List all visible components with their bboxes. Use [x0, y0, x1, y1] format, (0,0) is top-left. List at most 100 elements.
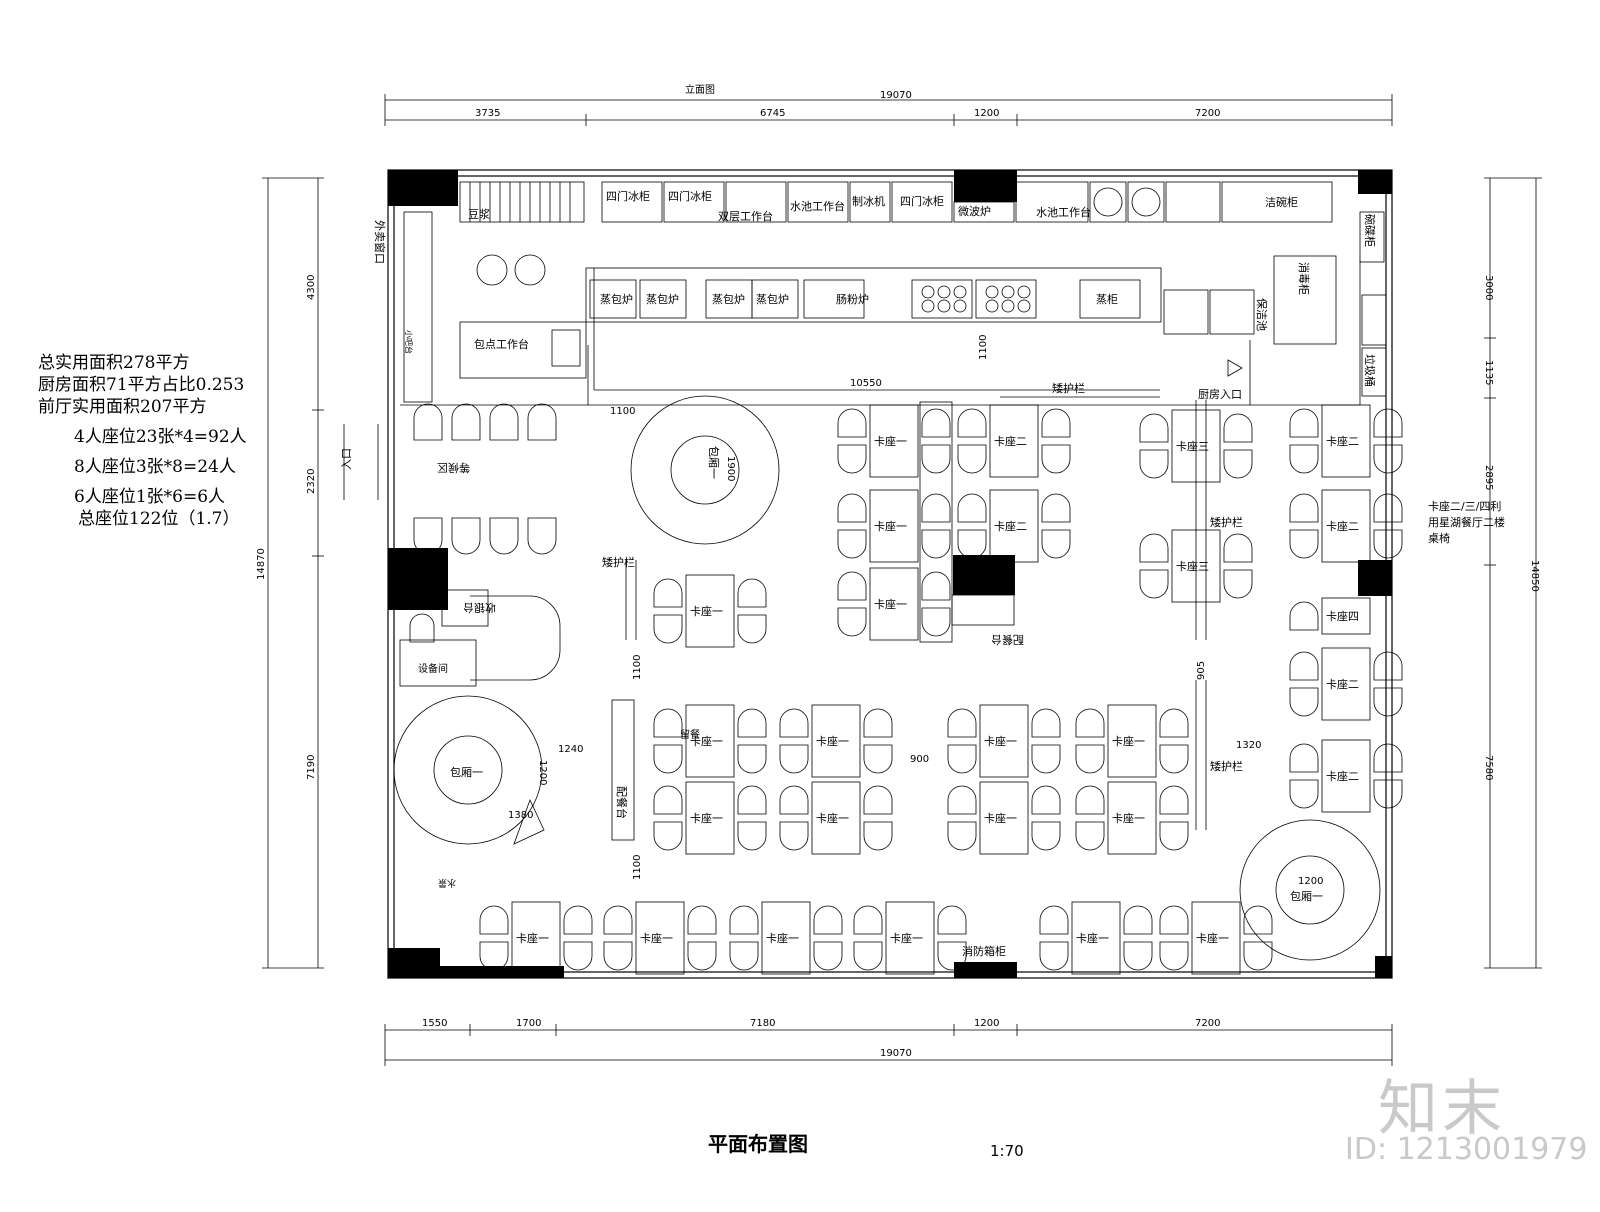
- chair: [1075, 708, 1105, 738]
- chair: [1123, 941, 1153, 971]
- top-dimensions: [384, 94, 1393, 126]
- left-seg-2: 2320: [306, 469, 317, 494]
- right-seg-3: 2895: [1483, 465, 1494, 490]
- chair: [921, 408, 951, 438]
- chair: [1373, 529, 1403, 559]
- booth-label: 卡座一: [516, 931, 549, 945]
- chair: [1243, 941, 1273, 971]
- chair: [947, 744, 977, 774]
- chair: [737, 785, 767, 815]
- kr1-2: 四门冰柜: [668, 189, 712, 203]
- kr1-9: 洁碗柜: [1265, 195, 1298, 209]
- dish-cabinet-label: 碗碟柜: [1363, 214, 1377, 247]
- note-2: 用星湖餐厅二楼: [1428, 515, 1505, 529]
- booth-label: 卡座二: [1326, 677, 1359, 691]
- chair: [1075, 821, 1105, 851]
- booth-label: 卡座三: [1176, 559, 1209, 573]
- area-statistics: 总实用面积278平方 厨房面积71平方占比0.253 前厅实用面积207平方 4…: [38, 352, 247, 530]
- dim-1320: 1320: [1236, 740, 1261, 751]
- booth-table-top: [811, 704, 861, 778]
- chair: [1223, 413, 1253, 443]
- dim-1100-d: 1100: [632, 855, 643, 880]
- chair: [479, 905, 509, 935]
- chair: [779, 744, 809, 774]
- booth-table: 卡座二: [1289, 647, 1403, 721]
- chair: [737, 578, 767, 608]
- entrance-label: 入口: [340, 448, 353, 470]
- kr1-4: 水池工作台: [790, 199, 845, 213]
- right-total: 14850: [1529, 560, 1540, 592]
- stat-kitchen-area: 厨房面积71平方占比0.253: [38, 375, 245, 395]
- rails: [625, 396, 1207, 830]
- fire-box-label: 消防箱柜: [962, 944, 1006, 958]
- dim-1200-b: 1200: [1298, 876, 1323, 887]
- chair: [937, 941, 967, 971]
- dim-1240: 1240: [558, 744, 583, 755]
- booth-table-top: [979, 704, 1029, 778]
- chair: [837, 493, 867, 523]
- chair: [1373, 408, 1403, 438]
- chair: [813, 905, 843, 935]
- left-dimensions: [262, 177, 324, 969]
- structural-columns: [388, 170, 1392, 978]
- note-3: 桌椅: [1428, 531, 1450, 545]
- drawing-scale: 1:70: [990, 1142, 1024, 1160]
- chair: [947, 785, 977, 815]
- kr2-7: 蒸柜: [1096, 293, 1118, 306]
- rail-1: 矮护栏: [602, 555, 635, 569]
- chair: [1373, 444, 1403, 474]
- booth-table: 卡座一: [1075, 704, 1189, 778]
- image-id: ID: 1213001979: [1345, 1132, 1588, 1167]
- booth-table-top: [1171, 529, 1221, 603]
- chair: [1031, 744, 1061, 774]
- booth-table: 卡座一: [853, 901, 967, 975]
- booth-table: 卡座一: [653, 781, 767, 855]
- booth-table-top: [1321, 404, 1371, 478]
- outer-walls: [387, 169, 1393, 979]
- private-room-left: [393, 695, 545, 845]
- booths-layer: 卡座一卡座一卡座一卡座二卡座二卡座三卡座三卡座二卡座二卡座二卡座二卡座四卡座一卡…: [479, 404, 1403, 975]
- chair: [921, 444, 951, 474]
- booth-table-top: [1191, 901, 1241, 975]
- chair: [957, 493, 987, 523]
- chair: [687, 941, 717, 971]
- booth-table-top: [511, 901, 561, 975]
- chair: [947, 821, 977, 851]
- chair: [1159, 708, 1189, 738]
- booth-table: 卡座一: [837, 567, 951, 641]
- chair: [1373, 779, 1403, 809]
- booth-table: 卡座一: [603, 901, 717, 975]
- booth-table: 卡座一: [837, 489, 951, 563]
- bottom-dimensions: [384, 1024, 1393, 1066]
- chair: [937, 905, 967, 935]
- booth-table-top: [989, 489, 1039, 563]
- booth-table-top: [885, 901, 935, 975]
- kr1-6: 四门冰柜: [900, 194, 944, 208]
- top-label: 立面图: [685, 83, 715, 96]
- kr2-1: 蒸包炉: [646, 293, 679, 306]
- left-seg-3: 7190: [306, 755, 317, 780]
- booth-table: 卡座一: [837, 404, 951, 478]
- booth-label: 卡座一: [1112, 811, 1145, 825]
- chair: [737, 821, 767, 851]
- chair: [1289, 687, 1319, 717]
- chair: [1139, 413, 1169, 443]
- serving-2: 配餐台: [991, 633, 1024, 647]
- rail-3: 矮护栏: [1210, 515, 1243, 529]
- chair: [479, 941, 509, 971]
- dim-900: 900: [910, 754, 929, 765]
- booth-table-top: [1321, 597, 1371, 635]
- right-seg-1: 3000: [1483, 275, 1494, 300]
- chair: [653, 708, 683, 738]
- chair: [957, 408, 987, 438]
- kr1-8: 水池工作台: [1036, 205, 1091, 219]
- booth-table: 卡座一: [1039, 901, 1153, 975]
- chair: [729, 905, 759, 935]
- chair: [863, 744, 893, 774]
- stat-total-area: 总实用面积278平方: [38, 353, 190, 373]
- booth-table: 卡座四: [1289, 597, 1371, 635]
- chair: [947, 708, 977, 738]
- booth-table-top: [1071, 901, 1121, 975]
- chair: [1039, 905, 1069, 935]
- rail-4: 矮护栏: [1210, 759, 1243, 773]
